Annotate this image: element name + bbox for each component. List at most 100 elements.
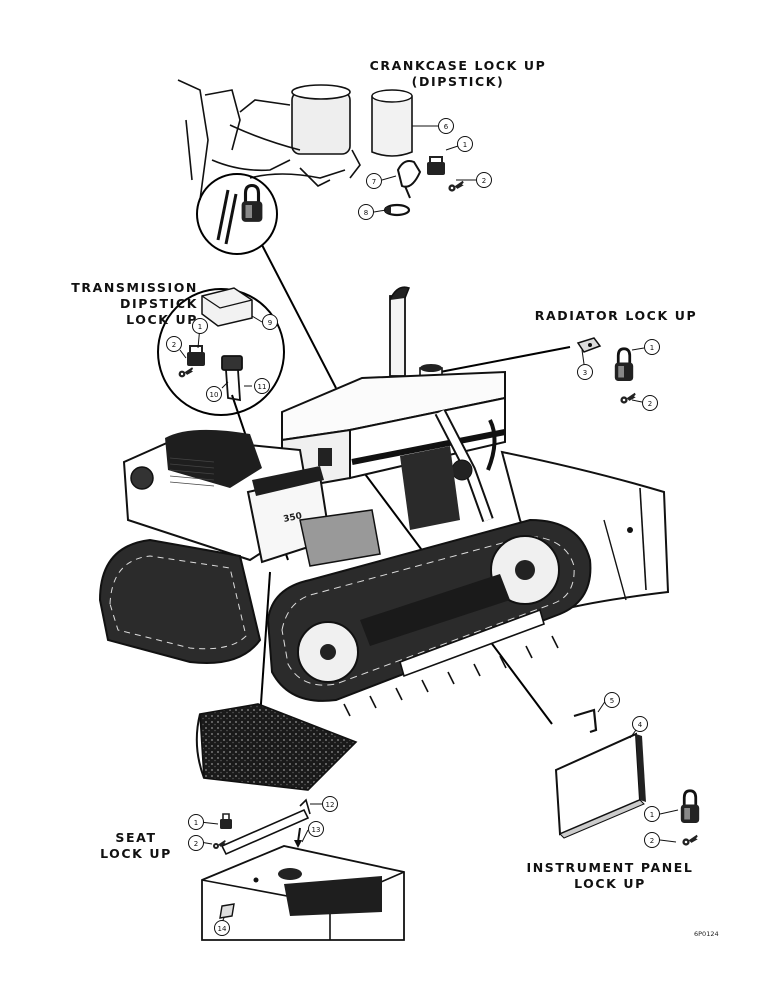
svg-text:1: 1 xyxy=(463,141,467,149)
svg-text:14: 14 xyxy=(218,925,227,933)
svg-text:2: 2 xyxy=(194,840,198,848)
transmission-lockup-line3: LOCK UP xyxy=(126,312,198,327)
svg-text:1: 1 xyxy=(198,323,202,331)
instrument-panel-lockup-label: INSTRUMENT PANEL LOCK UP xyxy=(518,860,702,892)
svg-text:4: 4 xyxy=(638,721,643,729)
seat-bar xyxy=(220,798,311,856)
svg-text:2: 2 xyxy=(172,341,176,349)
track-frame xyxy=(360,574,510,646)
svg-text:2: 2 xyxy=(648,400,652,408)
engine-cutaway xyxy=(177,79,361,201)
seat-base-box xyxy=(201,845,405,941)
callout-transmission-cover: 9 xyxy=(262,314,278,330)
seat-hasp xyxy=(219,903,235,919)
engine-block xyxy=(400,446,460,530)
left-track xyxy=(98,538,262,664)
seat-lockup-label: SEAT LOCK UP xyxy=(88,830,184,862)
callout-radiator-key: 2 xyxy=(642,395,658,411)
svg-text:7: 7 xyxy=(372,178,376,186)
crankcase-padlock xyxy=(427,156,445,175)
crankcase-dipstick-padlock xyxy=(240,183,264,224)
lift-cylinder xyxy=(434,409,497,523)
seat-lockup-line1: SEAT xyxy=(115,830,157,845)
crankcase-dipstick-tube xyxy=(216,189,238,245)
instrument-key xyxy=(682,834,698,846)
radiator-lockup-title: RADIATOR LOCK UP xyxy=(534,308,698,323)
instrument-padlock xyxy=(679,789,701,825)
svg-text:5: 5 xyxy=(610,697,614,705)
crankcase-magnifier xyxy=(196,173,278,255)
svg-text:10: 10 xyxy=(210,391,219,399)
transmission-lockup-label: TRANSMISSION DIPSTICK LOCK UP xyxy=(60,280,198,328)
seat-cushion xyxy=(195,703,358,791)
svg-text:6: 6 xyxy=(444,123,449,131)
crankcase-hasp xyxy=(396,160,422,199)
exhaust-stack xyxy=(389,286,410,377)
operator-deck xyxy=(299,509,381,567)
crankcase-lockup-label: CRANKCASE LOCK UP (DIPSTICK) xyxy=(356,58,560,90)
svg-text:3: 3 xyxy=(583,369,587,377)
callout-seat-bar: 12 xyxy=(322,796,338,812)
instrument-panel xyxy=(318,448,332,466)
crankcase-lockup-subtitle: (DIPSTICK) xyxy=(411,74,505,89)
svg-text:12: 12 xyxy=(326,801,335,809)
callout-seat-padlock: 1 xyxy=(188,814,204,830)
callout-transmission-padlock: 1 xyxy=(192,318,208,334)
track-grousers xyxy=(343,635,559,717)
instrument-panel-lockup-line1: INSTRUMENT PANEL xyxy=(526,860,694,875)
svg-text:13: 13 xyxy=(312,826,321,834)
transmission-magnifier xyxy=(157,288,285,416)
radiator-lockup-label: RADIATOR LOCK UP xyxy=(526,308,706,324)
callout-instrument-key: 2 xyxy=(644,832,660,848)
callout-seat-hasp: 14 xyxy=(214,920,230,936)
radiator-cap-plate xyxy=(576,337,602,353)
callout-crankcase-hasp: 7 xyxy=(366,173,382,189)
crawler-tractor: 350 xyxy=(98,286,670,717)
seat-detail xyxy=(195,703,405,941)
callout-seat-pin: 13 xyxy=(308,821,324,837)
svg-text:1: 1 xyxy=(650,811,654,819)
callout-instrument-bracket: 5 xyxy=(604,692,620,708)
transmission-cover xyxy=(201,287,253,327)
callout-radiator-padlock: 1 xyxy=(644,339,660,355)
instrument-bracket xyxy=(573,708,598,734)
transmission-key xyxy=(178,367,194,378)
crankcase-cover xyxy=(371,89,413,157)
svg-text:1: 1 xyxy=(650,344,654,352)
model-plate: 350 xyxy=(283,511,303,525)
callout-crankcase-key: 2 xyxy=(476,172,492,188)
callout-crankcase-cover: 6 xyxy=(438,118,454,134)
seat-padlock xyxy=(220,813,232,829)
transmission-hasp xyxy=(221,355,243,402)
transmission-lockup-line2: DIPSTICK xyxy=(119,296,198,311)
crankcase-clamp xyxy=(383,203,411,217)
instrument-cover xyxy=(554,732,646,839)
radiator-detail xyxy=(576,337,636,404)
engine-hood xyxy=(281,370,506,492)
instrument-panel-lockup-line2: LOCK UP xyxy=(574,876,646,891)
figure-code: 6P0124 xyxy=(694,930,719,938)
callouts: 6 1 2 7 8 9 1 2 10 11 3 1 2 5 4 1 2 1 2 … xyxy=(166,118,679,936)
callout-transmission-hasp-a: 10 xyxy=(206,386,222,402)
callout-instrument-cover: 4 xyxy=(632,716,648,732)
callout-crankcase-padlock: 1 xyxy=(457,136,473,152)
callout-radiator-cap-plate: 3 xyxy=(577,364,593,380)
transmission-padlock xyxy=(187,345,205,366)
seat-pin xyxy=(294,827,302,848)
callout-transmission-hasp-b: 11 xyxy=(254,378,270,394)
callout-instrument-padlock: 1 xyxy=(644,806,660,822)
callout-transmission-key: 2 xyxy=(166,336,182,352)
transmission-lockup-line1: TRANSMISSION xyxy=(71,280,198,295)
crankcase-detail xyxy=(177,79,464,255)
svg-text:2: 2 xyxy=(482,177,486,185)
crankcase-lockup-title: CRANKCASE LOCK UP xyxy=(369,58,547,73)
svg-text:9: 9 xyxy=(268,319,272,327)
radiator-padlock xyxy=(613,347,635,383)
svg-text:8: 8 xyxy=(364,209,368,217)
svg-text:1: 1 xyxy=(194,819,198,827)
seat-lockup-line2: LOCK UP xyxy=(100,846,172,861)
svg-text:11: 11 xyxy=(258,383,267,391)
seat-plate-lines xyxy=(169,457,215,487)
radiator-key xyxy=(620,392,636,404)
